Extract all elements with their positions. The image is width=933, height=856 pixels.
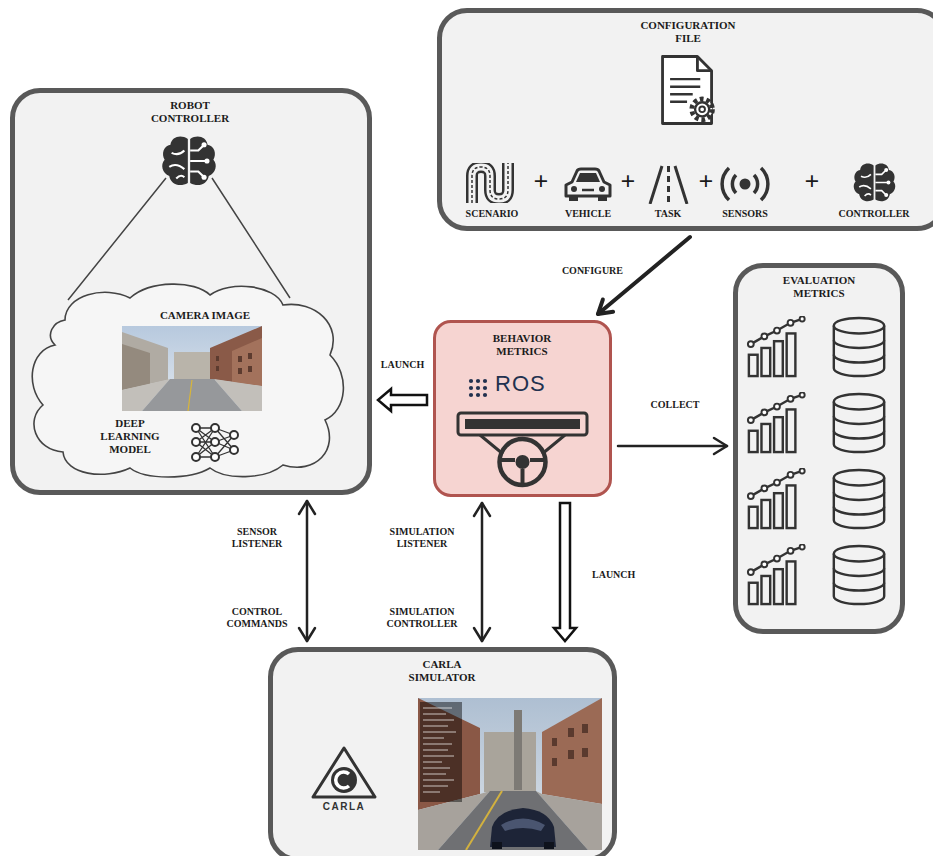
logo-dots [468,378,488,398]
chart-icon [745,316,807,378]
connector [474,503,490,641]
core-box: BEHAVIOR METRICS ROS [433,320,612,497]
arrow-head [474,628,490,641]
connector-line [618,445,727,448]
cloud-region: CAMERA IMAGE DEEP LEARNING MODEL [25,280,350,478]
edge-label: LAUNCH [590,569,652,581]
camera-image [122,326,262,411]
neural-network-icon [190,420,240,465]
box-title: BEHAVIOR METRICS [472,332,572,358]
steering-wheel-icon [455,410,590,488]
connector-line [481,503,484,641]
chart-icon [745,544,807,606]
edge-label: SIMULATION LISTENER [378,526,466,550]
scenario-icon [465,163,520,203]
arrow-label: SIMULATION CONTROLLER [378,606,466,630]
sensor-icon [716,164,774,204]
chart-icon [745,392,807,454]
edge-label: CONFIGURE [528,265,625,277]
config-panel: CONFIGURATION FILESCENARIO+VEHICLE+TASK+… [437,8,933,231]
component-label: TASK [633,208,703,220]
box-title: ROBOT CONTROLLER [140,99,240,125]
connector [554,503,576,641]
simulator-screenshot [418,698,602,850]
database-icon [828,544,890,606]
logo-text: CARLA [304,801,384,813]
arrow-head [474,503,490,516]
box-title: CARLA SIMULATOR [392,658,492,684]
vehicle-icon [562,166,614,202]
block-arrow [378,389,427,411]
edge-label: COLLECT [640,399,710,411]
controller-brain-icon [852,160,897,205]
plus-sign: + [697,166,715,197]
connector [618,438,727,454]
logo-text: ROS [495,371,565,397]
carla-logo [310,745,378,800]
box-title: CONFIGURATION FILE [628,19,748,45]
brain-icon [160,132,218,190]
chart-icon [745,468,807,530]
connector [378,389,427,411]
metrics-panel: EVALUATION METRICS [733,263,905,634]
block-arrow [554,503,576,641]
arrow-head [598,300,613,314]
model-label: DEEP LEARNING MODEL [85,417,175,457]
task-road-icon [646,164,691,204]
arrow-head [299,628,315,641]
arrow-label: CONTROL COMMANDS [216,606,298,630]
database-icon [828,316,890,378]
component-label: SENSORS [710,208,780,220]
database-icon [828,392,890,454]
connector [299,501,315,641]
plus-sign: + [803,166,821,197]
component-label: SCENARIO [457,208,527,220]
box-title: EVALUATION METRICS [764,274,874,300]
simulator-panel: CARLA SIMULATOR CARLA [268,647,617,856]
edge-label: SENSOR LISTENER [216,526,298,550]
database-icon [828,468,890,530]
cloud-heading: CAMERA IMAGE [150,309,260,322]
plus-sign: + [619,166,637,197]
controller-panel: ROBOT CONTROLLER CAMERA IMAGE DEEP LEARNIN… [10,88,372,495]
arrow-head [299,501,315,514]
component-label: CONTROLLER [834,208,914,220]
edge-label: LAUNCH [372,359,433,371]
component-label: VEHICLE [553,208,623,220]
plus-sign: + [532,166,550,197]
connector-line [306,501,309,641]
arrow-head [714,438,727,454]
config-file-icon [655,54,721,126]
